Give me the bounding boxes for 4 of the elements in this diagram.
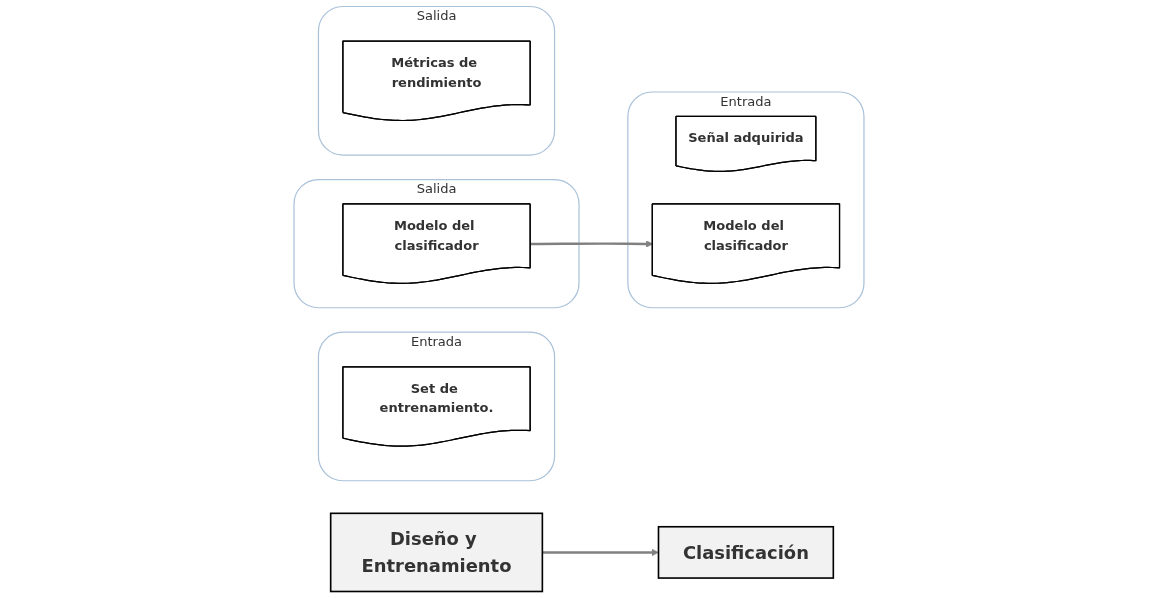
node-box: Clasificación — [657, 525, 835, 579]
node-box: Diseño y Entrenamiento — [329, 512, 544, 593]
arrow — [530, 240, 653, 248]
arrow — [542, 548, 659, 556]
